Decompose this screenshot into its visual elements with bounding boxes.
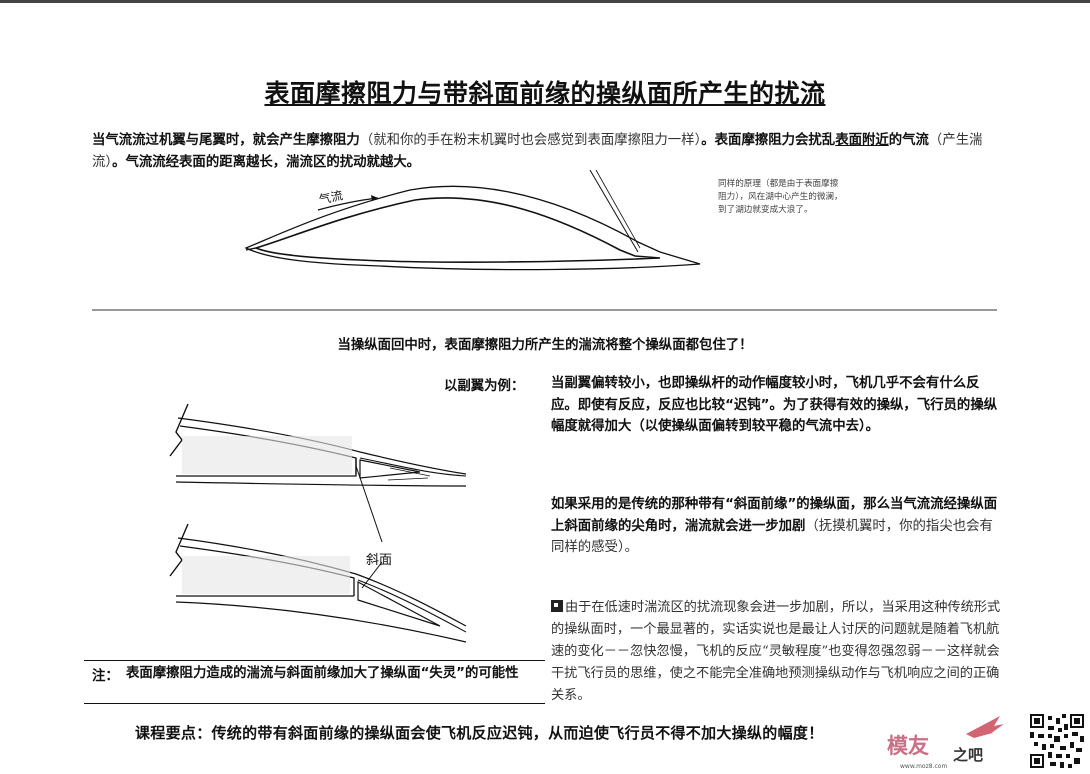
paragraph2-normal: （抚摸机翼时，你的指尖也会有同样的感受）。 (551, 518, 993, 556)
aileron-neutral (169, 403, 467, 487)
bevel-label: 斜面 (366, 553, 392, 568)
example-label: 以副翼为例： (444, 379, 525, 394)
sub-heading: 当操纵面回中时，表面摩擦阻力所产生的湍流将整个操纵面都包住了！ (337, 338, 753, 353)
side-note: 同样的原理（都是由于表面摩擦阻力），风在湖中心产生的微澜，到了湖边就变成大浪了。 (718, 179, 843, 215)
intro-s6: （产生湍流） (92, 133, 983, 170)
aileron-diagram: 斜面 (169, 403, 467, 643)
note-label: 注： (92, 669, 119, 684)
page-title: 表面摩擦阻力与带斜面前缘的操纵面所产生的扰流 (264, 79, 826, 108)
section-divider (92, 309, 997, 311)
paragraph3-text: 由于在低速时湍流区的扰流现象会进一步加剧，所以，当采用这种传统形式的操纵面时，一… (551, 600, 1001, 703)
aileron-deflected (169, 523, 467, 643)
qr-code-icon (1030, 714, 1084, 768)
watermark-logo: 模友 (887, 734, 929, 758)
intro-s7: 。气流流经表面的距离越长，湍流区的扰动就越大。 (112, 155, 421, 170)
intro-s4: 表面附近 (835, 133, 889, 148)
paragraph-low-speed: 由于在低速时湍流区的扰流现象会进一步加剧，所以，当采用这种传统形式的操纵面时，一… (551, 597, 1001, 707)
intro-s3: 。表面摩擦阻力会扰乱 (701, 133, 836, 148)
paragraph-small-deflection: 当副翼偏转较小，也即操纵杆的动作幅度较小时，飞机几乎不会有什么反应。即使有反应，… (551, 376, 998, 434)
intro-paragraph: 当气流流过机翼与尾翼时，就会产生摩擦阻力（就和你的手在粉末机翼时也会感觉到表面摩… (92, 130, 1002, 174)
airflow-label: 气流 (318, 187, 345, 207)
lesson-key-point: 课程要点：传统的带有斜面前缘的操纵面会使飞机反应迟钝，从而迫使飞行员不得不加大操… (135, 724, 824, 742)
intro-s5: 的气流 (888, 133, 929, 148)
watermark-url: www.moz8.com (900, 763, 948, 770)
note-text: 表面摩擦阻力造成的湍流与斜面前缘加大了操纵面“失灵”的可能性 (126, 666, 519, 681)
watermark-logo-sub: 之吧 (953, 746, 984, 764)
top-border (0, 0, 1090, 3)
paragraph2-bold: 如果采用的是传统的那种带有“斜面前缘”的操纵面，那么当气流流经操纵面上斜面前缘的… (551, 497, 998, 534)
paragraph-beveled-edge: 如果采用的是传统的那种带有“斜面前缘”的操纵面，那么当气流流经操纵面上斜面前缘的… (551, 494, 1001, 559)
bullet-marker-icon (551, 600, 563, 612)
plane-logo-icon (966, 716, 1004, 738)
intro-s1: 当气流流过机翼与尾翼时，就会产生摩擦阻力 (92, 133, 360, 148)
intro-s2: （就和你的手在粉末机翼时也会感觉到表面摩擦阻力一样） (359, 133, 702, 148)
airfoil-diagram: 气流 (244, 169, 701, 271)
note-box (84, 660, 545, 704)
